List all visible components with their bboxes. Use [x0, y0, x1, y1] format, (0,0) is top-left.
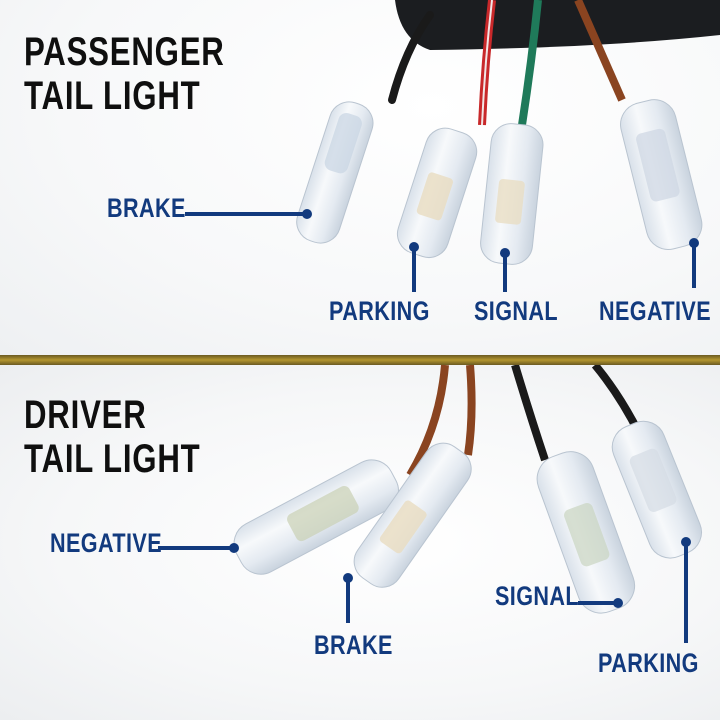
passenger-parking-label: PARKING — [329, 296, 430, 326]
black-wire — [511, 365, 549, 462]
parking-connector — [611, 420, 702, 559]
signal-connector — [480, 123, 544, 265]
brown-wire — [406, 365, 449, 478]
passenger-panel: PASSENGER TAIL LIGHT BRAKE PARKING SIGNA… — [0, 0, 720, 355]
driver-title-line2: TAIL LIGHT — [24, 437, 201, 481]
red-wire-stripe — [481, 0, 493, 126]
brown-wire — [574, 0, 626, 102]
green-wire — [518, 0, 542, 126]
gold-divider — [0, 355, 720, 365]
negative-connector — [620, 99, 703, 250]
brake-connector — [353, 442, 472, 588]
driver-parking-label: PARKING — [598, 648, 699, 678]
passenger-negative-label: NEGATIVE — [599, 296, 712, 326]
passenger-title-line2: TAIL LIGHT — [24, 74, 201, 118]
driver-panel: DRIVER TAIL LIGHT NEGATIVE BRAKE SIGNAL … — [0, 365, 720, 720]
signal-connector — [536, 451, 636, 614]
driver-connectors-photo — [233, 365, 702, 614]
parking-connector — [396, 127, 478, 259]
negative-connector — [233, 459, 399, 575]
driver-negative-label: NEGATIVE — [50, 528, 163, 558]
brown-wire — [464, 365, 476, 456]
driver-brake-label: BRAKE — [314, 630, 393, 660]
passenger-signal-label: SIGNAL — [474, 296, 559, 326]
passenger-title-line1: PASSENGER — [24, 30, 225, 74]
driver-title-line1: DRIVER — [24, 393, 147, 437]
driver-signal-label: SIGNAL — [495, 581, 580, 611]
brake-connector — [296, 101, 374, 244]
passenger-brake-label: BRAKE — [107, 193, 186, 223]
black-wire — [388, 11, 434, 104]
passenger-connectors-photo — [296, 0, 720, 265]
tail-light-housing — [395, 0, 720, 50]
